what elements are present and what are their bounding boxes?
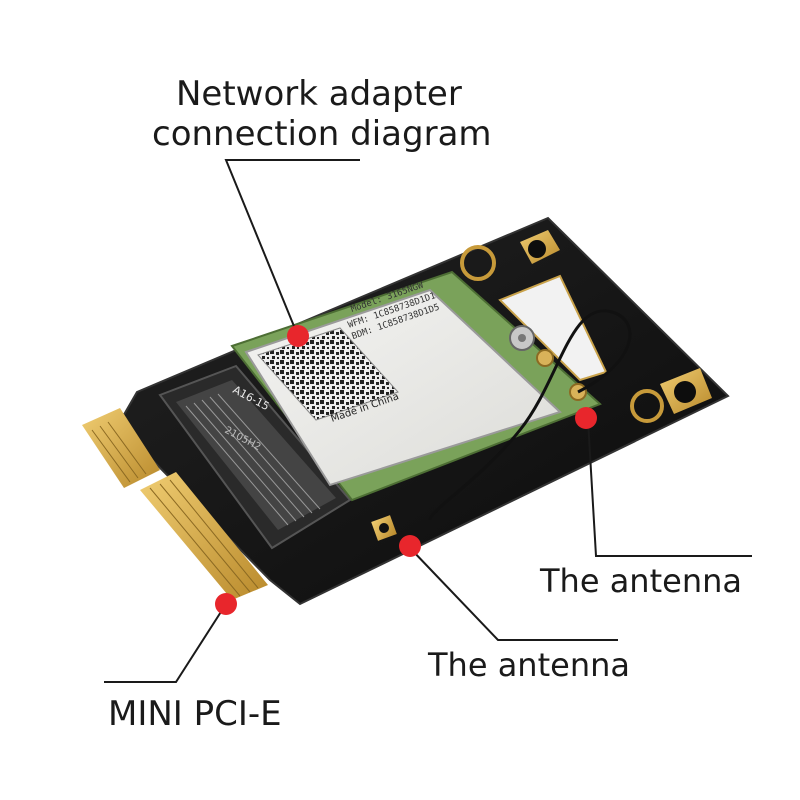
- network-adapter-label-line1: Network adapter: [176, 74, 462, 114]
- marker-mini-pcie: [215, 593, 237, 615]
- leader-mini-pcie: [104, 603, 227, 683]
- antenna-label-center: The antenna: [428, 646, 630, 684]
- antenna-wire: [428, 309, 632, 521]
- m2-socket: [158, 364, 352, 550]
- callout-leader-lines: [104, 159, 752, 683]
- marker-network-adapter: [287, 325, 309, 347]
- mini-pcie-label: MINI PCI-E: [108, 694, 282, 734]
- mini-pcie-gold-fingers: [82, 408, 268, 600]
- leader-antenna-right: [587, 419, 752, 557]
- leader-network-adapter: [224, 159, 360, 337]
- antenna-label-right: The antenna: [540, 562, 742, 600]
- marker-antenna-right: [575, 407, 597, 429]
- leader-antenna-center: [409, 547, 618, 641]
- wifi-module: [230, 270, 602, 502]
- adapter-antenna-connector: [371, 515, 397, 541]
- network-adapter-label-line2: connection diagram: [152, 114, 492, 154]
- marker-antenna-center: [399, 535, 421, 557]
- callout-markers: [215, 325, 597, 615]
